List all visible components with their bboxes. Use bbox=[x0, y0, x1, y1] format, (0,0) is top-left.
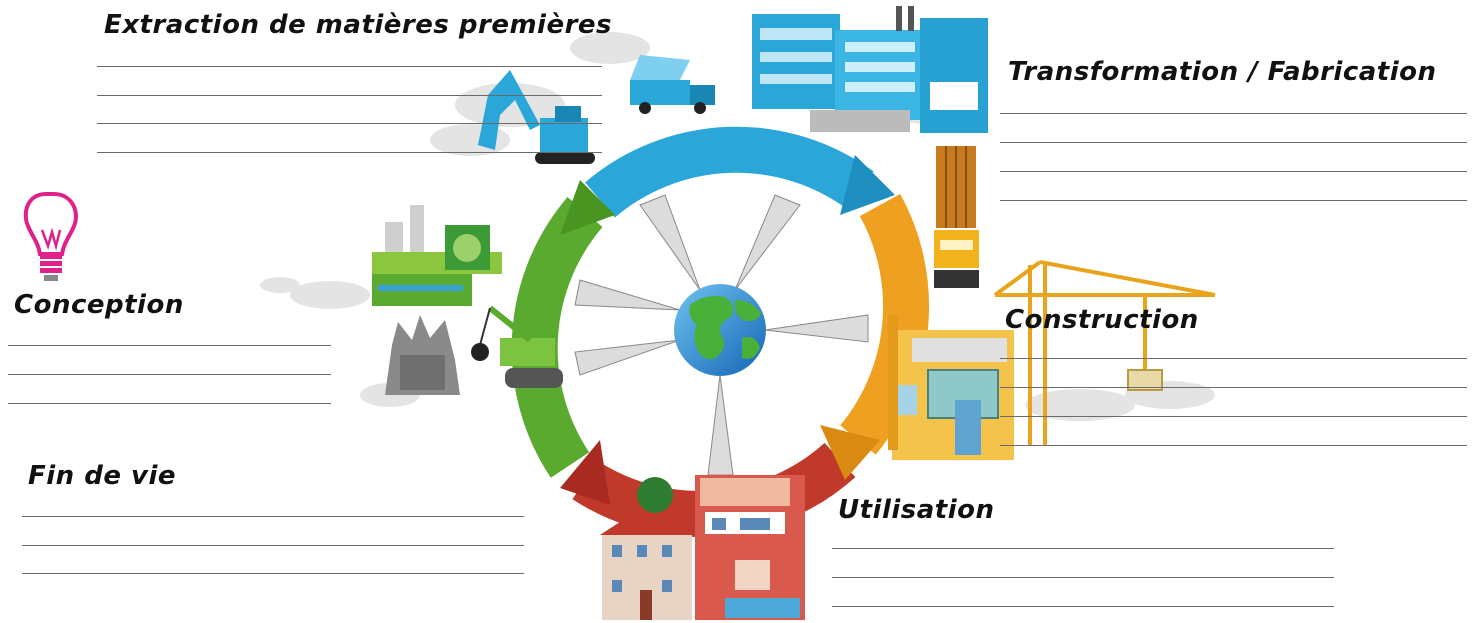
label-transformation: Transformation / Fabrication bbox=[1008, 57, 1437, 87]
houses-icon bbox=[600, 475, 805, 620]
writing-line[interactable] bbox=[22, 545, 524, 546]
label-construction: Construction bbox=[1005, 305, 1199, 335]
dump-truck-icon bbox=[630, 55, 715, 114]
arrow-green bbox=[511, 197, 603, 478]
writing-line[interactable] bbox=[1000, 416, 1467, 417]
label-conception: Conception bbox=[14, 290, 184, 320]
arrow-orange bbox=[840, 193, 930, 455]
label-extraction: Extraction de matières premières bbox=[104, 10, 613, 40]
writing-line[interactable] bbox=[97, 66, 602, 67]
writing-line[interactable] bbox=[22, 573, 524, 574]
writing-line[interactable] bbox=[832, 577, 1334, 578]
recycling-plant-icon bbox=[372, 205, 502, 306]
label-fin-de-vie: Fin de vie bbox=[28, 461, 177, 491]
writing-line[interactable] bbox=[1000, 171, 1467, 172]
arrow-blue bbox=[585, 126, 874, 218]
writing-line[interactable] bbox=[1000, 445, 1467, 446]
writing-line[interactable] bbox=[97, 152, 602, 153]
globe-icon bbox=[674, 284, 766, 376]
writing-line[interactable] bbox=[1000, 200, 1467, 201]
label-utilisation: Utilisation bbox=[838, 495, 995, 525]
writing-line[interactable] bbox=[8, 345, 331, 346]
writing-line[interactable] bbox=[1000, 113, 1467, 114]
writing-line[interactable] bbox=[22, 516, 524, 517]
factory-icon bbox=[752, 6, 988, 133]
crane-icon bbox=[993, 260, 1216, 445]
lightbulb-icon bbox=[23, 192, 78, 281]
building-construction-icon bbox=[888, 315, 1014, 460]
writing-line[interactable] bbox=[8, 403, 331, 404]
writing-line[interactable] bbox=[1000, 358, 1467, 359]
writing-line[interactable] bbox=[97, 95, 602, 96]
writing-line[interactable] bbox=[8, 374, 331, 375]
arrow-heads bbox=[560, 155, 895, 505]
writing-line[interactable] bbox=[1000, 387, 1467, 388]
writing-line[interactable] bbox=[97, 123, 602, 124]
demolition-icon bbox=[385, 305, 563, 395]
writing-line[interactable] bbox=[1000, 142, 1467, 143]
lumber-truck-icon bbox=[934, 146, 979, 288]
writing-line[interactable] bbox=[832, 606, 1334, 607]
writing-line[interactable] bbox=[832, 548, 1334, 549]
globe-spokes bbox=[574, 194, 869, 476]
